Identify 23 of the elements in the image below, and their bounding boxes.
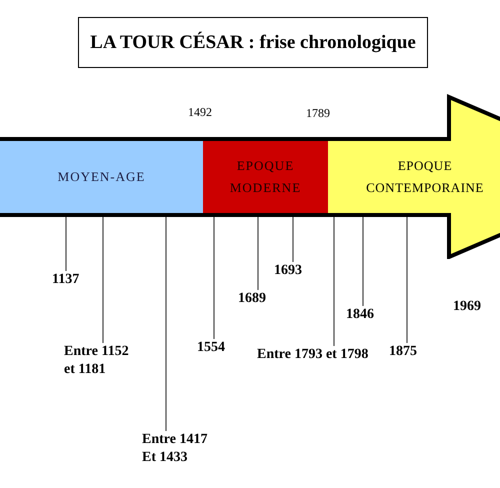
year-label: 1492 — [188, 104, 212, 120]
leader-line — [102, 216, 104, 344]
date-label: 1875 — [389, 343, 417, 361]
era-band — [203, 137, 328, 217]
date-label: 1137 — [52, 271, 80, 289]
date-label: Entre 1417 Et 1433 — [142, 431, 214, 467]
era-arrow — [328, 93, 500, 259]
title: LA TOUR CÉSAR : frise chronologique — [78, 17, 428, 68]
date-label: 1689 — [238, 290, 266, 308]
date-label: 1693 — [274, 262, 302, 280]
date-label: Entre 1793 et 1798 — [257, 346, 368, 364]
era-label: EPOQUE CONTEMPORAINE — [365, 157, 485, 197]
date-label: 1554 — [197, 339, 225, 357]
date-label: 1846 — [346, 306, 374, 324]
leader-line — [292, 216, 294, 262]
date-label: Entre 1152 et 1181 — [64, 343, 136, 379]
era-label: MOYEN-AGE — [58, 168, 146, 186]
era-label: EPOQUE MODERNE — [228, 157, 302, 197]
leader-line — [362, 216, 364, 306]
date-label: 1969 — [453, 299, 481, 315]
leader-line — [406, 216, 408, 344]
era-band — [0, 137, 203, 217]
year-label: 1789 — [306, 105, 330, 121]
